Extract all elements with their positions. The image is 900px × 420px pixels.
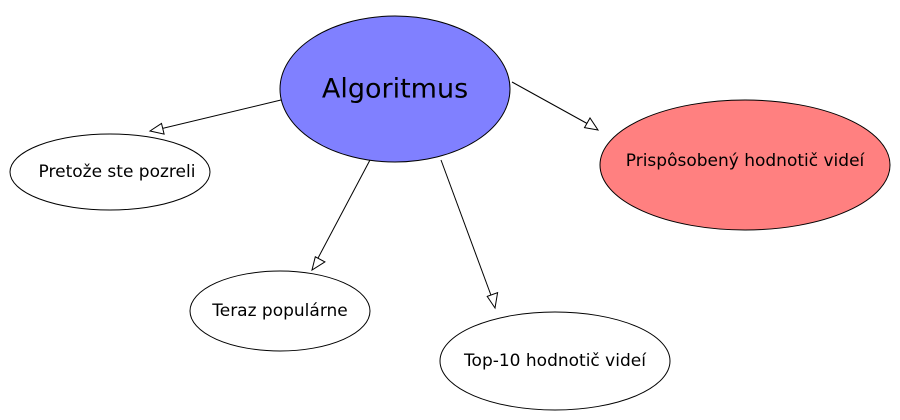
central-node-label: Algoritmus [322, 74, 468, 105]
edge-to-because-you-watched [148, 99, 282, 135]
node-label: Teraz populárne [211, 301, 348, 321]
node-personalized-video-rater[interactable]: Prispôsobený hodnotič videí [599, 99, 891, 231]
central-node-ellipse [279, 15, 511, 163]
central-node[interactable]: Algoritmus [279, 15, 511, 163]
edge-to-top-10-video-rater [440, 159, 499, 310]
edge-to-trending-now [311, 159, 371, 272]
node-ellipse [439, 311, 671, 411]
node-label: Pretože ste pozreli [39, 162, 196, 182]
node-label: Prispôsobený hodnotič videí [626, 151, 866, 171]
arrowhead-icon [486, 291, 499, 310]
node-trending-now[interactable]: Teraz populárne [189, 270, 371, 352]
node-ellipse [599, 99, 891, 231]
edge-to-personalized-video-rater [511, 81, 600, 131]
node-ellipse [189, 270, 371, 352]
arrowhead-icon [311, 256, 326, 272]
arrowhead-icon [148, 122, 165, 135]
node-top-10-video-rater[interactable]: Top-10 hodnotič videí [439, 311, 671, 411]
edges [148, 81, 600, 310]
arrowhead-icon [583, 117, 600, 131]
node-label: Top-10 hodnotič videí [463, 351, 647, 371]
node-ellipse [9, 133, 211, 211]
node-because-you-watched[interactable]: Pretože ste pozreli [9, 133, 211, 211]
